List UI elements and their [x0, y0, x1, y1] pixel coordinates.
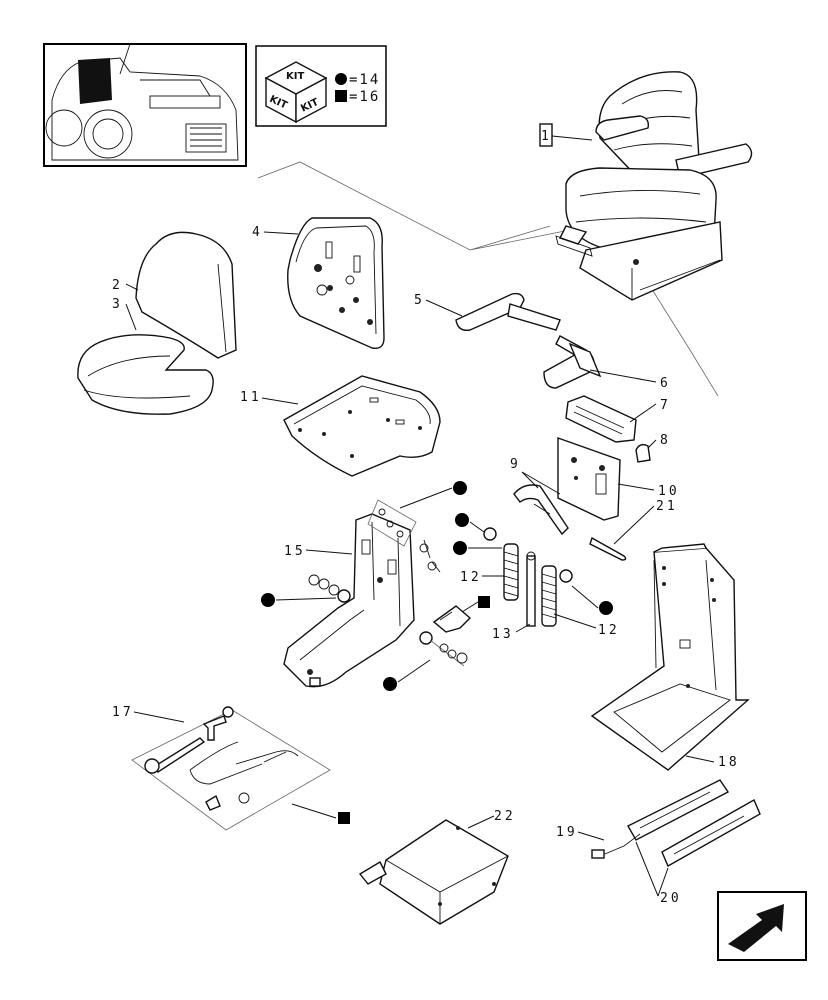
callout-13: 13 [492, 627, 514, 642]
callout-5: 5 [414, 293, 425, 308]
next-page-arrow-icon[interactable] [717, 891, 807, 961]
callout-2: 2 [112, 278, 123, 293]
callout-21: 21 [656, 499, 678, 514]
callout-4: 4 [252, 225, 263, 240]
armrest-left [455, 292, 561, 331]
bolt-washer-group [308, 574, 351, 603]
legend-circle-text: =14 [349, 72, 380, 88]
backrest-cushion [135, 231, 237, 359]
retaining-pin [589, 536, 627, 561]
suspension-spring-2 [541, 565, 557, 627]
complete-seat [555, 71, 753, 301]
callout-7: 7 [660, 398, 671, 413]
kit-14-marker [383, 677, 397, 691]
callout-11: 11 [240, 390, 262, 405]
callout-8: 8 [660, 433, 671, 448]
height-adjust-plate [557, 437, 621, 521]
kit-14-marker [261, 593, 275, 607]
legend-square-text: =16 [349, 89, 380, 105]
callout-18: 18 [718, 755, 740, 770]
backrest-frame [287, 217, 385, 349]
callout-10: 10 [658, 484, 680, 499]
kit-16-marker [338, 812, 350, 824]
callout-1: 1 [541, 129, 552, 144]
suspension-frame [283, 513, 415, 688]
callout-20: 20 [660, 891, 682, 906]
hardware-kit [131, 706, 331, 831]
kit-legend: KIT KIT KIT =14 =16 [255, 45, 387, 127]
kit-14-marker [455, 513, 469, 527]
seat-pan [283, 375, 441, 477]
kit-14-marker [453, 541, 467, 555]
kit-14-marker [599, 601, 613, 615]
kit-14-marker [453, 481, 467, 495]
seat-base-plate [590, 543, 750, 771]
adjuster-knob [635, 443, 651, 463]
callout-box-1 [539, 123, 553, 147]
slide-release-handle [591, 833, 641, 859]
callout-9: 9 [510, 457, 521, 472]
slide-rail-right [661, 799, 761, 867]
kit-16-marker [478, 596, 490, 608]
callout-12a: 12 [460, 570, 482, 585]
armrest-right [543, 335, 602, 389]
suspension-spring [503, 543, 519, 601]
adjuster-cover [565, 395, 637, 443]
callout-15: 15 [284, 544, 306, 559]
bushing [483, 527, 497, 541]
fastener-group-top [367, 499, 441, 573]
shock-absorber [526, 551, 536, 627]
bushing [559, 569, 573, 583]
legend-square-icon [335, 90, 347, 102]
seat-cushion [77, 334, 214, 415]
kit-label-top: KIT [286, 71, 304, 82]
kit-box-icon: KIT KIT KIT [264, 61, 328, 124]
callout-12b: 12 [598, 623, 620, 638]
pivot-plate [432, 605, 472, 633]
release-lever [513, 484, 569, 536]
mounting-bracket [358, 819, 509, 925]
callout-6: 6 [660, 376, 671, 391]
tractor-location-thumbnail [43, 43, 247, 167]
callout-22: 22 [494, 809, 516, 824]
callout-17: 17 [112, 705, 134, 720]
washer-group-bottom [419, 631, 468, 667]
slide-rail-left [627, 779, 730, 841]
callout-3: 3 [112, 297, 123, 312]
callout-19: 19 [556, 825, 578, 840]
legend-circle-icon [335, 73, 347, 85]
